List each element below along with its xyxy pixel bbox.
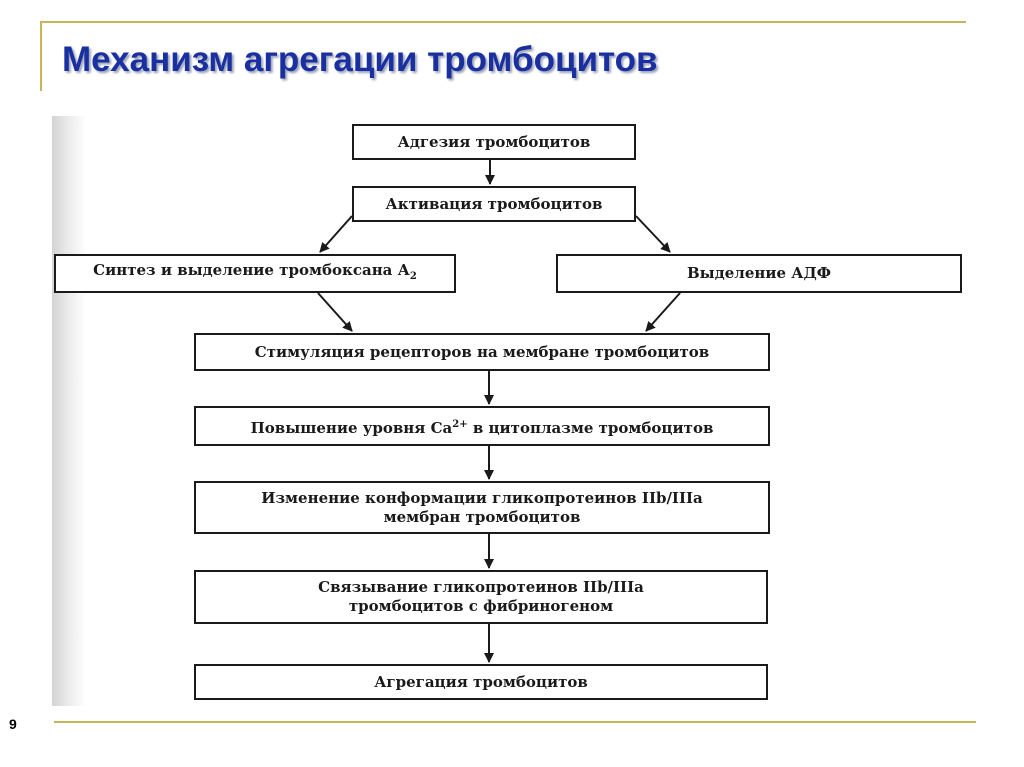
thromboxane-text: Синтез и выделение тромбоксана А [93,261,410,279]
bottom-divider [54,721,976,723]
page-number: 9 [9,716,17,732]
node-activation-label: Активация тромбоцитов [385,194,603,213]
slide-title: Механизм агрегации тромбоцитов [62,40,658,79]
arrow-adp-receptors [645,292,681,332]
calcium-superscript: 2+ [452,418,468,430]
node-thromboxane: Синтез и выделение тромбоксана А2 [54,254,456,293]
arrow-activation-adp [635,215,671,253]
node-activation: Активация тромбоцитов [352,186,636,222]
node-adp-label: Выделение АДФ [686,264,832,282]
node-conformation-line1: Изменение конформации гликопротеинов IIb… [261,488,703,507]
node-receptors-label: Стимуляция рецепторов на мембране тромбо… [254,342,710,361]
node-thromboxane-label: Синтез и выделение тромбоксана А2 [93,261,417,286]
node-adhesion-label: Адгезия тромбоцитов [397,132,591,151]
thromboxane-subscript: 2 [409,271,417,282]
calcium-text-pre: Повышение уровня Са [250,418,453,437]
node-binding-line1: Связывание гликопротеинов IIb/IIIa [318,578,644,596]
arrow-activation-thromboxane [319,215,353,253]
node-conformation: Изменение конформации гликопротеинов IIb… [194,481,770,534]
node-binding-line2: тромбоцитов с фибриногеном [348,597,614,615]
node-aggregation: Агрегация тромбоцитов [194,664,768,700]
node-conformation-line2: мембран тромбоцитов [383,507,581,526]
arrow-thromboxane-receptors [317,292,353,332]
node-calcium-label: Повышение уровня Са2+ в цитоплазме тромб… [251,415,714,438]
calcium-text-post: в цитоплазме тромбоцитов [467,418,714,437]
node-receptors: Стимуляция рецепторов на мембране тромбо… [194,333,770,371]
node-calcium: Повышение уровня Са2+ в цитоплазме тромб… [194,406,770,446]
left-divider [40,21,42,91]
node-adp: Выделение АДФ [556,254,962,293]
scan-shadow-edge [52,116,86,706]
top-divider [42,21,966,23]
node-adhesion: Адгезия тромбоцитов [352,124,636,160]
node-aggregation-label: Агрегация тромбоцитов [374,672,588,691]
node-binding: Связывание гликопротеинов IIb/IIIa тромб… [194,570,768,624]
